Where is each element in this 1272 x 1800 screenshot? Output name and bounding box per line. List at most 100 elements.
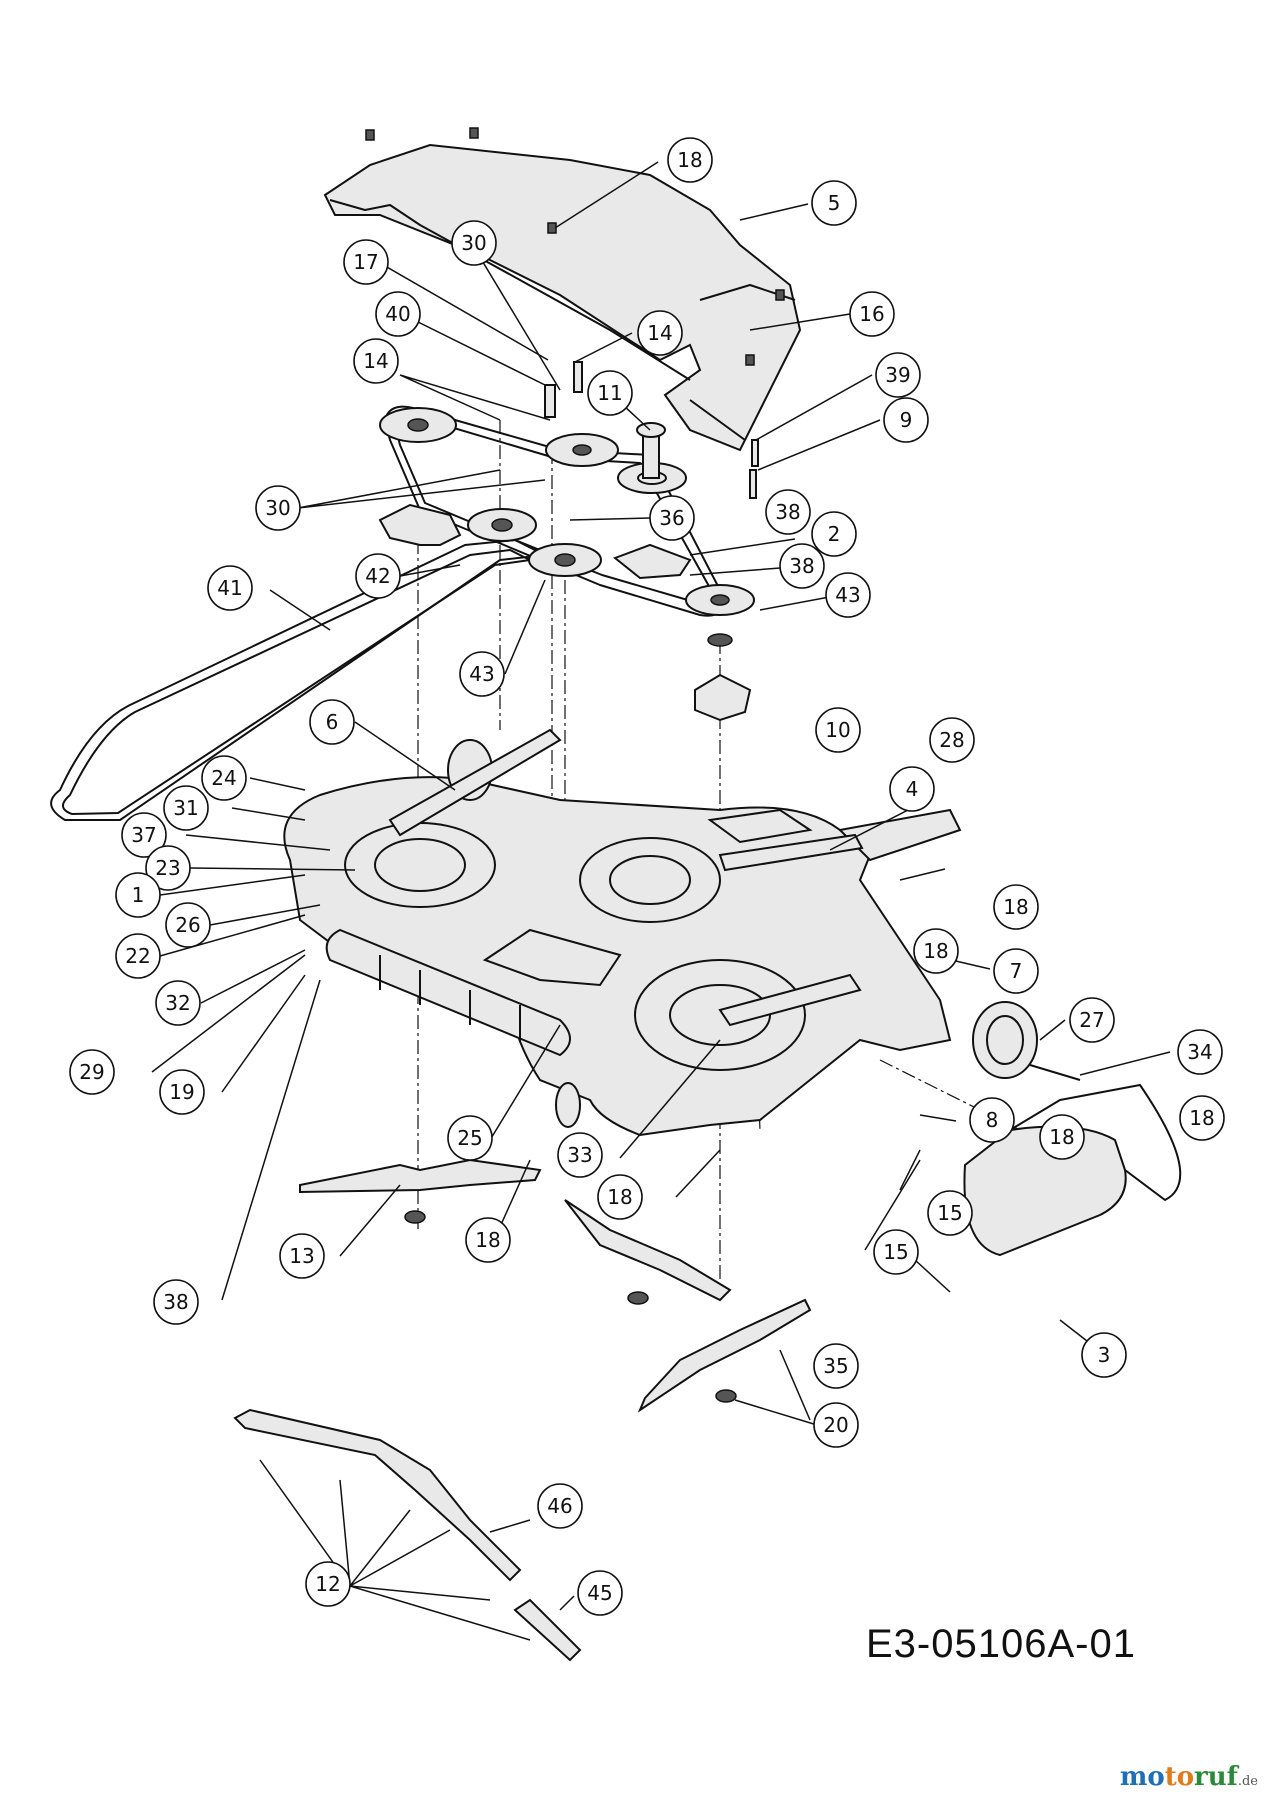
callout-19: 19 [159,1069,205,1115]
svg-text:38: 38 [775,500,800,524]
callout-38: 38 [765,489,811,535]
svg-text:12: 12 [315,1572,340,1596]
callout-29: 29 [69,1049,115,1095]
callout-10: 10 [815,707,861,753]
svg-text:33: 33 [567,1143,592,1167]
watermark-logo: motoruf.de [1119,1762,1258,1792]
callout-18f: 18 [465,1217,511,1263]
callout-1: 1 [115,872,161,918]
svg-text:18: 18 [923,939,948,963]
svg-text:39: 39 [885,363,910,387]
callout-3: 3 [1081,1332,1127,1378]
svg-text:18: 18 [1003,895,1028,919]
callout-9: 9 [883,397,929,443]
svg-text:14: 14 [363,349,388,373]
callout-16: 16 [849,291,895,337]
spindle-housings [378,503,752,722]
svg-text:16: 16 [859,302,884,326]
svg-text:43: 43 [469,662,494,686]
svg-text:30: 30 [265,496,290,520]
callout-25: 25 [447,1115,493,1161]
svg-text:18: 18 [475,1228,500,1252]
deck-roller [325,928,571,1057]
callout-15a: 15 [927,1190,973,1236]
svg-text:40: 40 [385,302,410,326]
callout-18b: 18 [993,884,1039,930]
lift-bracket-left [388,728,562,837]
svg-text:6: 6 [326,710,339,734]
callout-5: 5 [811,180,857,226]
svg-text:3: 3 [1098,1343,1111,1367]
callout-22: 22 [115,933,161,979]
svg-text:18: 18 [1189,1106,1214,1130]
callout-44: 43 [825,572,871,618]
callout-14: 14 [637,310,683,356]
svg-text:13: 13 [289,1244,314,1268]
svg-text:29: 29 [79,1060,104,1084]
callout-42: 41 [207,565,253,611]
callout-39: 38 [153,1279,199,1325]
svg-text:41: 41 [217,576,242,600]
callout-8: 8 [969,1097,1015,1143]
svg-text:37: 37 [131,823,156,847]
svg-text:42: 42 [365,564,390,588]
svg-text:22: 22 [125,944,150,968]
callout-7: 7 [993,948,1039,994]
callout-37: 37 [121,812,167,858]
svg-text:35: 35 [823,1354,848,1378]
svg-text:2: 2 [828,522,841,546]
callout-38b: 38 [779,543,825,589]
deflector-pad [707,808,813,844]
svg-text:18: 18 [677,148,702,172]
callout-28: 28 [929,717,975,763]
svg-text:26: 26 [175,913,200,937]
mower-deck [283,776,962,1137]
drawing-code: E3-05106A-01 [866,1622,1136,1666]
svg-text:9: 9 [900,408,913,432]
callout-17: 17 [343,239,389,285]
svg-text:31: 31 [173,796,198,820]
baffle-bars [233,1408,582,1662]
svg-text:30: 30 [461,231,486,255]
callout-46: 46 [537,1483,583,1529]
callout-18e: 18 [597,1174,643,1220]
svg-text:46: 46 [547,1494,572,1518]
hardware-top [365,127,785,499]
svg-text:1: 1 [132,883,145,907]
svg-text:15: 15 [883,1240,908,1264]
svg-text:18: 18 [607,1185,632,1209]
callout-2: 2 [811,511,857,557]
callout-20: 20 [813,1402,859,1448]
svg-text:18: 18 [1049,1125,1074,1149]
callout-12: 12 [305,1561,351,1607]
svg-text:45: 45 [587,1581,612,1605]
callout-24: 24 [201,755,247,801]
svg-text:8: 8 [986,1108,999,1132]
callout-18c: 18 [1179,1095,1225,1141]
callout-18d: 18 [1039,1114,1085,1160]
svg-text:20: 20 [823,1413,848,1437]
callout-30: 30 [451,220,497,266]
callout-43: 42 [355,553,401,599]
callout-14b: 14 [353,338,399,384]
svg-text:43: 43 [835,583,860,607]
callout-11: 11 [587,370,633,416]
callout-13: 13 [279,1233,325,1279]
callout-43b: 43 [459,651,505,697]
svg-text:11: 11 [597,381,622,405]
svg-text:17: 17 [353,250,378,274]
svg-text:34: 34 [1187,1040,1212,1064]
pulleys [379,407,755,616]
svg-text:36: 36 [659,506,684,530]
svg-text:15: 15 [937,1201,962,1225]
svg-text:4: 4 [906,777,919,801]
callout-32: 32 [155,980,201,1026]
svg-text:14: 14 [647,321,672,345]
callout-6: 6 [309,699,355,745]
svg-text:7: 7 [1010,959,1023,983]
svg-text:25: 25 [457,1126,482,1150]
callout-labels: 18 5 30 17 16 40 14 14 39 11 9 30 38 36 … [69,137,1225,1616]
svg-text:10: 10 [825,718,850,742]
svg-text:38: 38 [789,554,814,578]
callout-45: 45 [577,1570,623,1616]
